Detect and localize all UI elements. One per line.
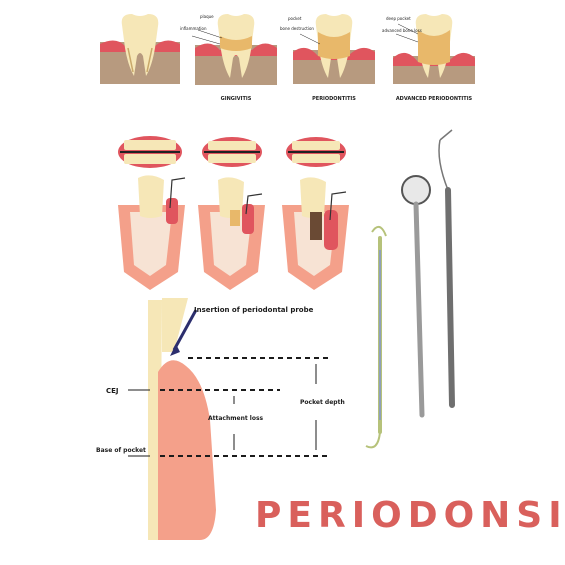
cross-section-3: [282, 177, 349, 290]
label-pocket: pocket: [288, 16, 302, 21]
stage-advanced-periodontitis: [393, 14, 475, 84]
label-cej: CEJ: [106, 387, 119, 395]
cross-section-2: [198, 177, 265, 290]
cross-section-1: [118, 175, 186, 290]
label-insertion: Insertion of periodontal probe: [194, 306, 314, 314]
page-title: PERIODONSI: [255, 495, 565, 536]
label-pocket-depth: Pocket depth: [300, 399, 345, 406]
label-bone-destruction: bone destruction: [280, 26, 314, 31]
stage-advanced: [293, 14, 375, 84]
stage-gingivitis: [100, 14, 180, 84]
label-inflammation: inflammation: [180, 26, 207, 31]
probe-depth-diagram: Insertion of periodontal probe CEJ Base …: [96, 298, 345, 540]
label-advanced-bone-loss: advanced bone loss: [382, 28, 422, 33]
mouth-2: [202, 137, 262, 167]
caption-advanced-periodontitis: ADVANCED PERIODONTITIS: [396, 96, 473, 102]
stage-periodontitis: [191, 14, 277, 85]
label-base: Base of pocket: [96, 447, 146, 454]
label-attachment: Attachment loss: [208, 415, 264, 422]
mouth-mirror: [401, 175, 431, 418]
explorer-probe: [438, 129, 455, 408]
mouth-views: [118, 136, 346, 168]
mouth-3: [286, 137, 346, 167]
label-deep-pocket: deep pocket: [386, 16, 411, 21]
probe-cross-sections: [118, 175, 349, 290]
scaler: [365, 225, 387, 449]
mouth-1: [118, 136, 182, 168]
caption-gingivitis: GINGIVITIS: [221, 96, 252, 102]
caption-periodontitis: PERIODONTITIS: [312, 96, 356, 102]
stage-teeth-row: plaque inflammation pocket bone destruct…: [100, 14, 475, 102]
label-plaque: plaque: [200, 14, 214, 19]
dental-instruments: [365, 129, 455, 449]
